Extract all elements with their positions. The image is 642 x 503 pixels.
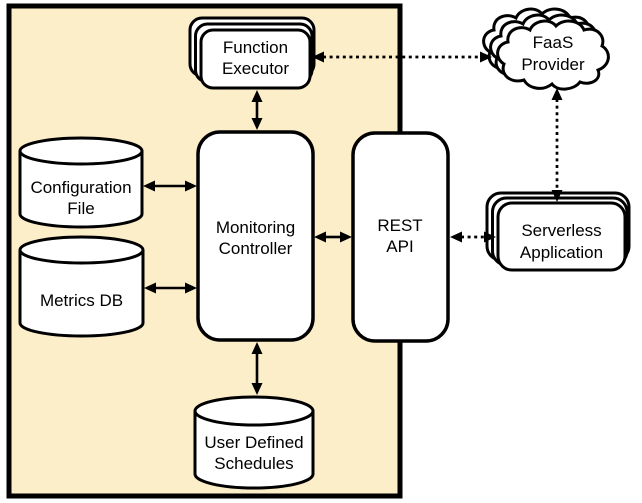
rest-api-label-line2: API — [386, 237, 413, 256]
function-executor-label-line2: Executor — [222, 59, 289, 78]
edge-executor-faas — [312, 51, 492, 63]
arrowhead-down-icon — [551, 190, 563, 202]
faas-provider-label-line1: FaaS — [533, 33, 574, 52]
monitoring-controller-label-line1: Monitoring — [216, 218, 295, 237]
arrowhead-down-icon — [251, 383, 263, 395]
node-monitoring-controller: Monitoring Controller — [196, 130, 315, 342]
node-function-executor: Function Executor — [188, 16, 316, 90]
edge-faas-serverless — [551, 88, 563, 202]
node-metrics-db: Metrics DB — [18, 235, 145, 338]
arrowhead-right-icon — [480, 51, 492, 63]
arrowhead-down-icon — [251, 118, 263, 130]
arrowhead-left-icon — [144, 282, 156, 294]
metrics-db-cylinder-body — [18, 250, 145, 338]
arrowhead-right-icon — [185, 180, 197, 192]
edge-restapi-serverless — [450, 231, 496, 243]
node-user-defined-schedules: User Defined Schedules — [193, 395, 315, 490]
arrowhead-left-icon — [312, 51, 324, 63]
user-defined-schedules-label-line1: User Defined — [204, 433, 303, 452]
configuration-file-cylinder-body — [18, 151, 144, 229]
arrowhead-left-icon — [450, 231, 462, 243]
rest-api-box — [351, 131, 450, 343]
arrowhead-up-icon — [251, 90, 263, 102]
arrowhead-left-icon — [143, 180, 155, 192]
node-rest-api: REST API — [351, 131, 450, 343]
edge-controller-schedules — [251, 342, 263, 395]
configuration-file-cylinder-top — [18, 136, 144, 166]
edge-metricsdb-controller — [144, 282, 197, 294]
rest-api-label-line1: REST — [377, 216, 422, 235]
node-faas-provider: FaaS Provider — [482, 7, 610, 91]
user-defined-schedules-cylinder-body — [193, 411, 315, 490]
node-serverless-application: Serverless Application — [485, 191, 631, 272]
metrics-db-cylinder-top — [18, 235, 145, 265]
arrowhead-right-icon — [340, 231, 352, 243]
arrowhead-right-icon — [185, 282, 197, 294]
function-executor-front-layer — [199, 28, 312, 90]
metrics-db-label: Metrics DB — [40, 291, 123, 310]
user-defined-schedules-label-line2: Schedules — [214, 454, 293, 473]
serverless-application-label-line2: Application — [520, 243, 603, 262]
arrowhead-up-icon — [551, 88, 563, 100]
serverless-application-front-layer — [496, 201, 627, 272]
edge-executor-controller — [251, 90, 263, 130]
node-configuration-file: Configuration File — [18, 136, 144, 229]
configuration-file-label-line2: File — [67, 199, 94, 218]
edge-configfile-controller — [143, 180, 197, 192]
arrowhead-left-icon — [314, 231, 326, 243]
faas-provider-label-line2: Provider — [521, 55, 585, 74]
serverless-application-label-line1: Serverless — [521, 221, 601, 240]
arrowhead-right-icon — [484, 231, 496, 243]
monitoring-controller-box — [196, 130, 315, 342]
function-executor-label-line1: Function — [223, 38, 288, 57]
user-defined-schedules-cylinder-top — [193, 395, 315, 427]
arrowhead-up-icon — [251, 342, 263, 354]
configuration-file-label-line1: Configuration — [30, 178, 131, 197]
monitoring-controller-label-line2: Controller — [219, 239, 293, 258]
edge-controller-restapi — [314, 231, 352, 243]
